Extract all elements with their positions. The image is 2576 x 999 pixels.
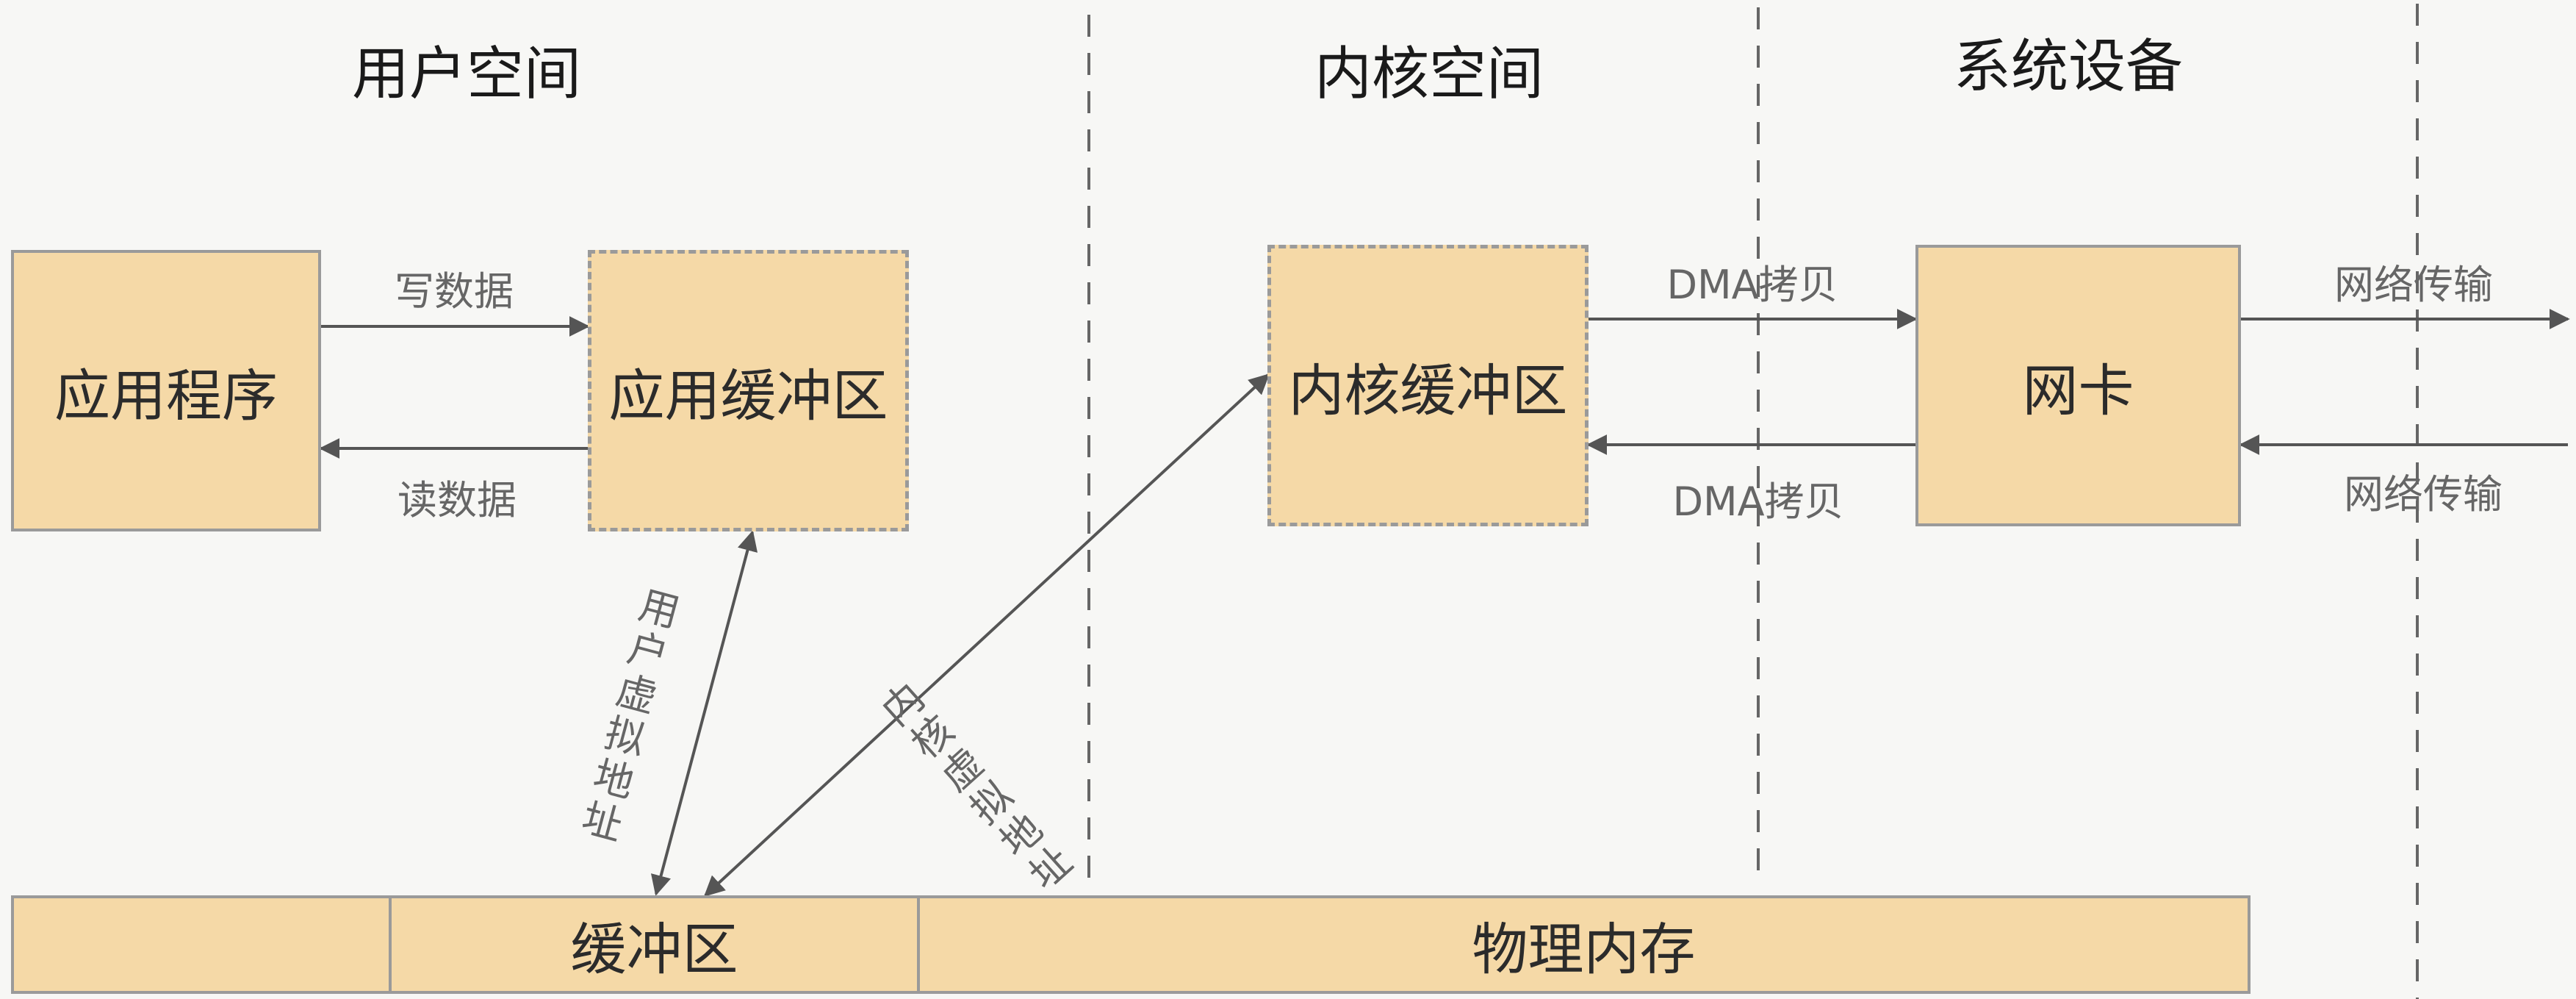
net-out-label: 网络传输 (2334, 262, 2493, 308)
kernel-buffer-box: 内核缓冲区 (1267, 245, 1589, 526)
memory-physical-label: 物理内存 (1472, 917, 1696, 982)
memory-segment-buffer: 缓冲区 (389, 895, 920, 994)
nic-box: 网卡 (1915, 245, 2241, 526)
app-buffer-box: 应用缓冲区 (588, 250, 909, 531)
section-title-kernel-space: 内核空间 (1314, 41, 1544, 107)
memory-segment-empty (11, 895, 392, 994)
app-box: 应用程序 (11, 250, 321, 531)
read-data-label: 读数据 (397, 477, 517, 523)
section-title-user-space: 用户空间 (351, 41, 582, 107)
kernel-virtual-addr-arrow (703, 373, 1270, 897)
write-data-label: 写数据 (395, 268, 514, 315)
section-title-system-devices: 系统设备 (1953, 34, 2184, 100)
kernel-buffer-label: 内核缓冲区 (1288, 357, 1568, 423)
nic-label: 网卡 (2022, 357, 2134, 423)
dma-copy-in-label: DMA拷贝 (1672, 479, 1844, 525)
app-buffer-label: 应用缓冲区 (608, 362, 888, 429)
memory-buffer-label: 缓冲区 (570, 917, 738, 982)
user-virtual-addr-arrow (650, 530, 758, 896)
app-label: 应用程序 (54, 362, 278, 429)
dma-copy-out-label: DMA拷贝 (1666, 262, 1838, 308)
memory-segment-physical: 物理内存 (917, 895, 2251, 994)
net-in-label: 网络传输 (2344, 471, 2503, 518)
